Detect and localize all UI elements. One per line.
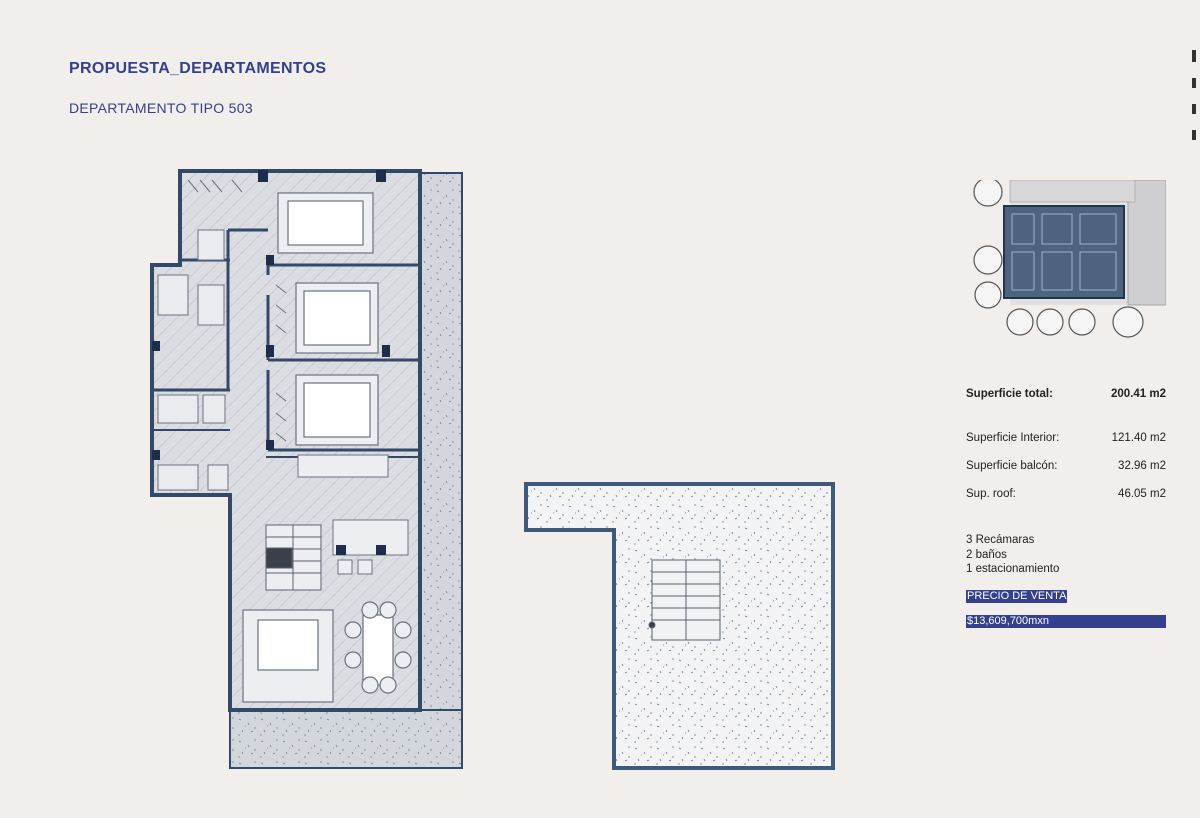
wardrobe-icon — [187, 179, 287, 442]
living-dining — [242, 601, 412, 703]
roof-surface-row: Sup. roof: 46.05 m2 — [966, 488, 1166, 500]
stairs-icon — [265, 524, 322, 591]
balcony-surface-row: Superficie balcón: 32.96 m2 — [966, 460, 1166, 472]
floor-plan — [150, 169, 463, 769]
bedroom-walls — [152, 228, 420, 452]
bed-icon — [277, 192, 379, 446]
edge-marks — [1192, 50, 1200, 170]
price-value-bar: $13,609,700mxn — [966, 615, 1166, 628]
columns — [152, 170, 390, 555]
balcony-terrace — [419, 172, 463, 769]
features-list: 3 Recámaras 2 baños 1 estacionamiento — [966, 533, 1059, 577]
page-title: PROPUESTA_DEPARTAMENTOS — [69, 60, 327, 77]
price-label: PRECIO DE VENTA — [966, 590, 1068, 603]
bathrooms-text: 2 baños — [966, 548, 1007, 561]
price-value: $13,609,700mxn — [967, 615, 1049, 627]
site-plan-thumbnail — [973, 180, 1166, 338]
roof-stairs-icon — [648, 559, 721, 641]
roof-plan — [524, 482, 835, 770]
bathroom-fixtures — [157, 229, 229, 491]
interior-surface-row: Superficie Interior: 121.40 m2 — [966, 432, 1166, 444]
kitchen-island — [297, 454, 409, 575]
tree-icon — [973, 180, 1144, 338]
parking-text: 1 estacionamiento — [966, 563, 1060, 575]
bottom-terrace — [229, 709, 463, 769]
unit-type-subtitle: DEPARTAMENTO TIPO 503 — [69, 100, 253, 116]
total-surface-row: Superficie total: 200.41 m2 — [966, 388, 1166, 400]
bedrooms-text: 3 Recámaras — [966, 534, 1035, 546]
